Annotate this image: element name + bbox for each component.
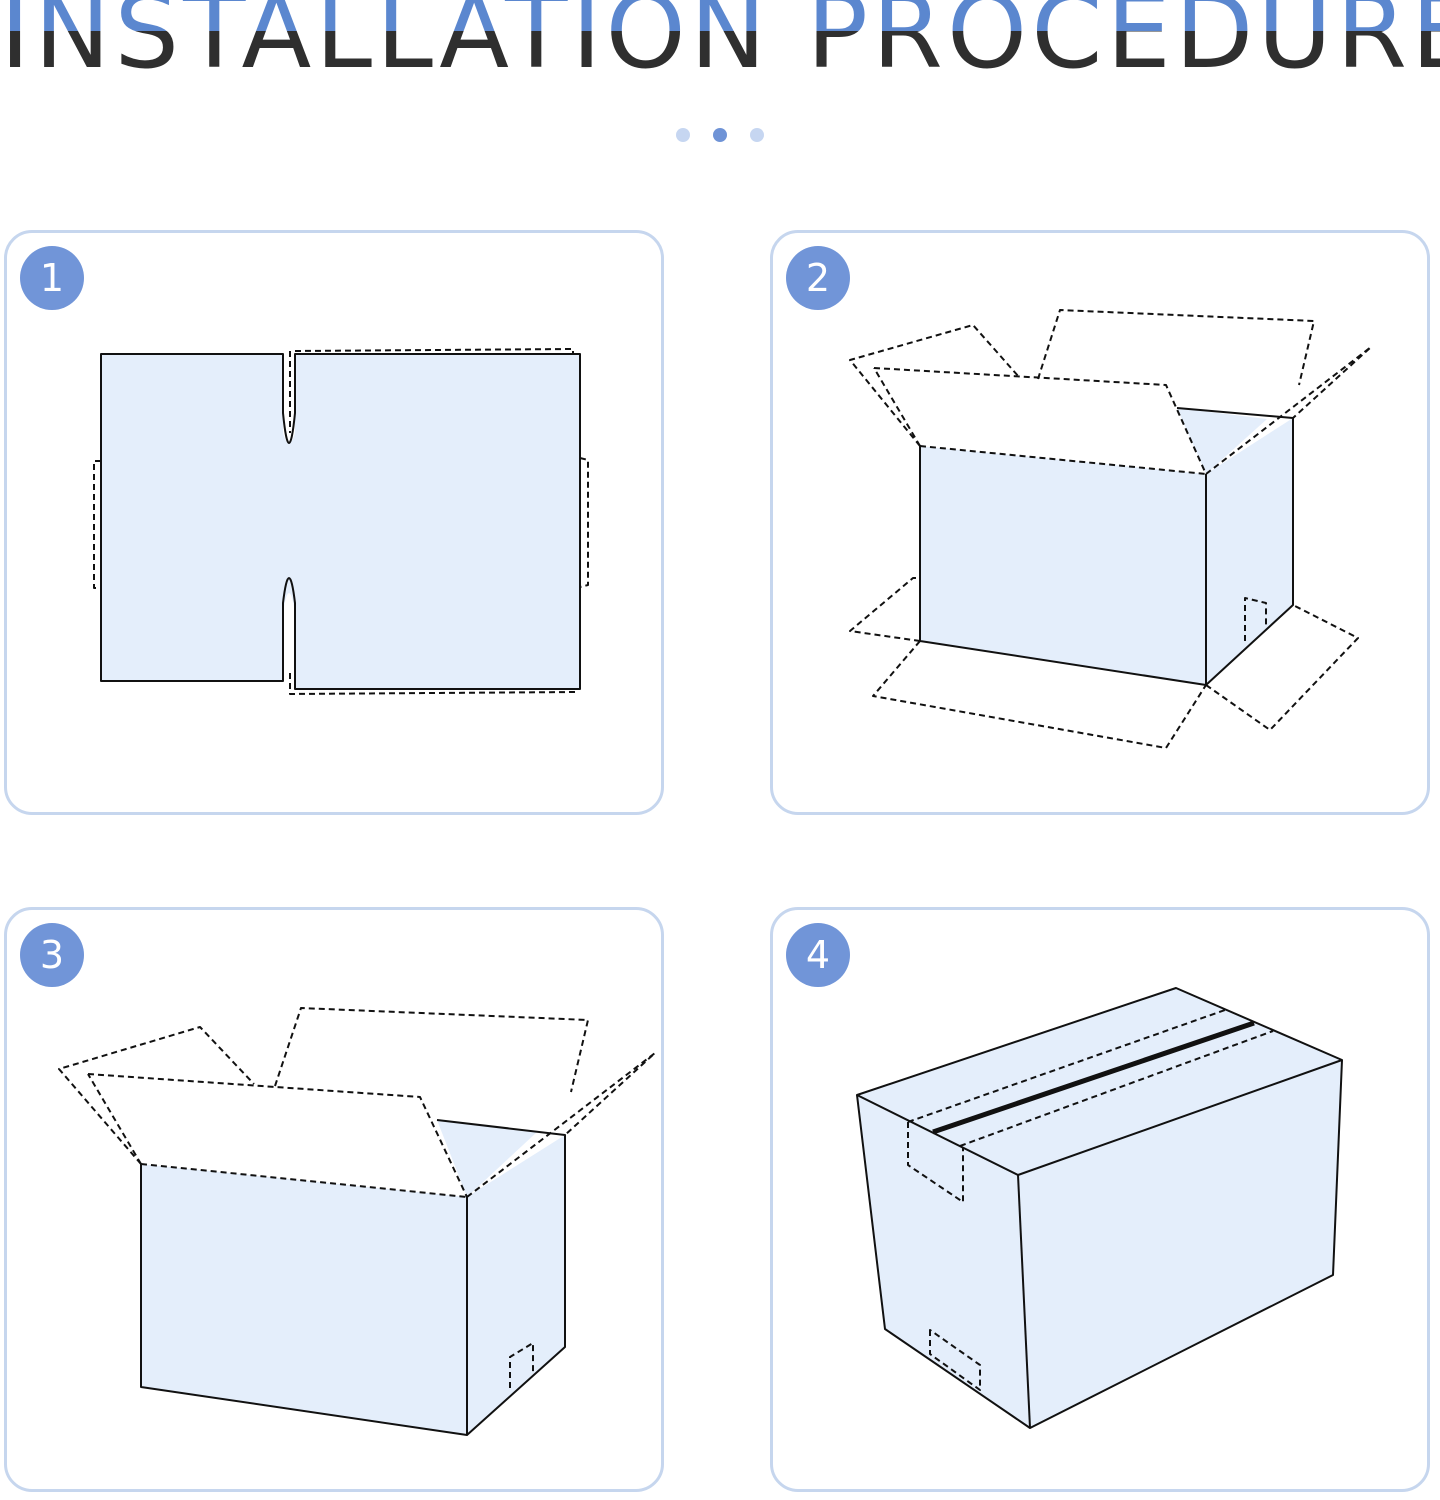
step-1-panel: 1 (4, 230, 664, 815)
step-number-badge: 3 (20, 923, 84, 987)
pager-dot[interactable] (750, 128, 764, 142)
open-box-illustration (58, 1007, 656, 1436)
step-number-badge: 1 (20, 246, 84, 310)
pager-dot-active[interactable] (713, 128, 727, 142)
page-title: INSTALLATION PROCEDURE (0, 0, 1440, 88)
pager-dots (0, 128, 1440, 142)
open-box-flaps-illustration (849, 309, 1372, 749)
pager-dot[interactable] (676, 128, 690, 142)
step-2-panel: 2 (770, 230, 1430, 815)
closed-box-illustration (856, 987, 1343, 1429)
flat-box-illustration (93, 348, 589, 695)
step-number-badge: 2 (786, 246, 850, 310)
step-3-panel: 3 (4, 907, 664, 1492)
step-number-badge: 4 (786, 923, 850, 987)
step-4-panel: 4 (770, 907, 1430, 1492)
